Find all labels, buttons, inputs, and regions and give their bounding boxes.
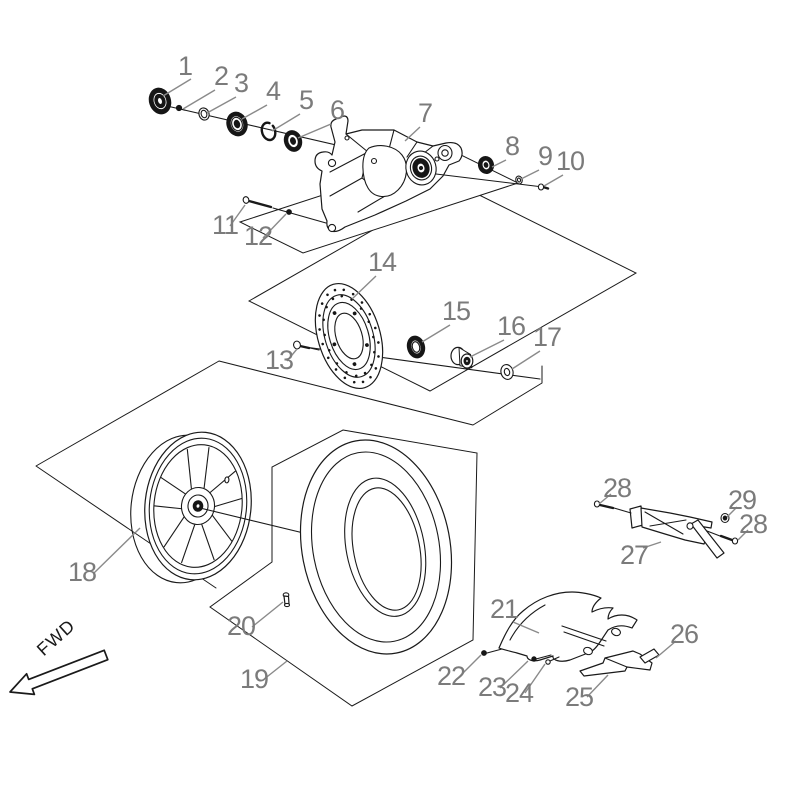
tire: [299, 439, 453, 655]
brake-disc-holes: [318, 288, 380, 384]
bracket-blade: [690, 519, 725, 559]
swingarm-pivot-lug: [437, 144, 453, 162]
tire-valve-stem: [282, 592, 291, 608]
callout-7: 7: [418, 98, 432, 128]
plate-clip: [639, 648, 660, 664]
rear-wheel: [130, 431, 252, 584]
support-plate: [579, 650, 653, 677]
callout-26: 26: [670, 619, 698, 649]
wheel-spokes: [153, 447, 243, 564]
circlip: [260, 121, 277, 142]
axle-bushing: [477, 156, 495, 174]
swingarm-hub: [405, 150, 437, 186]
mudguard-bolt-rear: [531, 654, 552, 662]
brake-disc: [314, 282, 384, 390]
fwd-direction-arrow: FWD: [9, 615, 109, 696]
bracket-bolt-left: [593, 500, 632, 514]
callout-12: 12: [244, 221, 272, 251]
callout-3: 3: [234, 68, 248, 98]
swingarm-lug-hole: [327, 223, 337, 233]
callout-17: 17: [533, 322, 561, 352]
bracket-bolt-right: [706, 530, 739, 545]
callout-5: 5: [299, 85, 313, 115]
axle-axis-line-right: [435, 173, 544, 188]
mudguard-bushing: [583, 646, 593, 656]
leader-lines: [93, 78, 749, 698]
mudguard-nut: [545, 656, 560, 665]
callout-29: 29: [728, 485, 756, 515]
washer: [198, 107, 210, 121]
end-washer: [500, 364, 514, 380]
callout-11: 11: [212, 210, 238, 240]
callout-20: 20: [227, 611, 255, 641]
callout-2: 2: [214, 61, 228, 91]
mudguard: [498, 591, 638, 662]
swingarm-lug-hole: [327, 158, 337, 168]
callout-14: 14: [368, 247, 397, 277]
bracket-nut: [720, 512, 730, 524]
pivot-nut: [286, 209, 292, 215]
callout-27: 27: [620, 540, 648, 570]
callout-22: 22: [437, 661, 465, 691]
callout-6: 6: [330, 95, 344, 125]
callout-10: 10: [556, 146, 584, 176]
axle-nut: [175, 104, 186, 112]
callout-15: 15: [442, 296, 470, 326]
brake-hose-bracket: [629, 505, 725, 559]
callout-24: 24: [505, 678, 534, 708]
mudguard-bushing: [611, 627, 621, 637]
fwd-label: FWD: [33, 615, 79, 659]
mudguard-bolt-front: [481, 648, 503, 656]
spacer-collar: [450, 346, 474, 369]
hub-seal: [406, 335, 426, 359]
callout-1: 1: [178, 51, 192, 81]
disc-bolt: [293, 340, 320, 351]
axle-bolt: [537, 183, 550, 191]
callout-25: 25: [565, 682, 593, 712]
callout-28b: 28: [739, 509, 767, 539]
callout-9: 9: [538, 141, 552, 171]
bearing: [226, 111, 248, 137]
wheel-plane-outline: [35, 360, 543, 589]
callout-16: 16: [497, 311, 525, 341]
callout-19: 19: [240, 664, 268, 694]
callout-13: 13: [265, 345, 293, 375]
pivot-bolt: [242, 196, 327, 224]
callout-18: 18: [68, 557, 96, 587]
swingarm: [314, 115, 463, 233]
callout-21: 21: [490, 594, 518, 624]
callout-28a: 28: [603, 473, 631, 503]
oil-seal: [148, 87, 172, 115]
callout-8: 8: [505, 131, 519, 161]
spacer-bearing: [283, 130, 303, 152]
callout-labels: 1 2 3 4 5 6 7 8 9 10 11 12 13 14 15 16 1…: [68, 51, 768, 712]
rim-valve-hole: [224, 476, 230, 484]
callout-23: 23: [478, 672, 506, 702]
callout-4: 4: [266, 76, 281, 106]
